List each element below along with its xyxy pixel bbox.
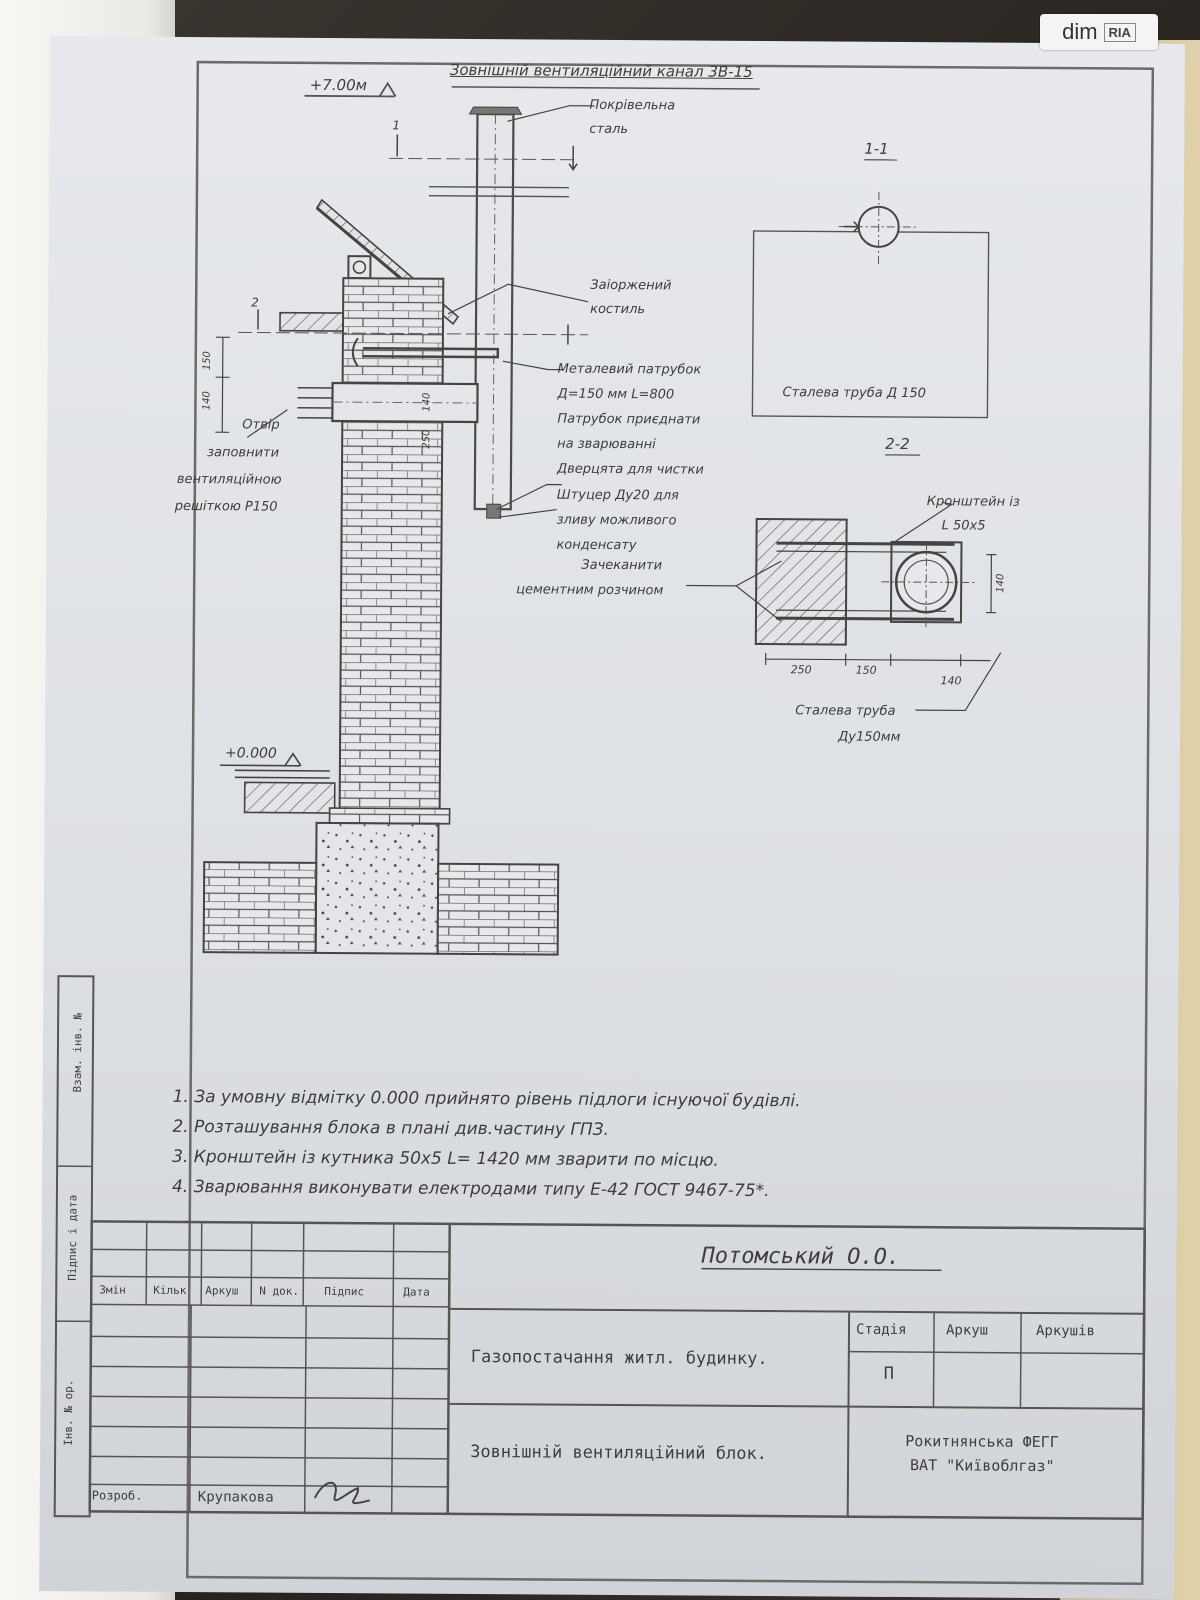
section-1-caption: Сталева труба Д 150 [782,385,927,402]
general-notes: 1. За умовну відмітку 0.000 прийнято рів… [172,1087,801,1201]
label-roof-steel-1: Покрівельна [589,97,676,114]
header-doc-no: N док. [259,1284,300,1298]
header-count: Кільк [153,1283,187,1298]
section-2-title: 2-2 [885,434,910,454]
stage-value: П [883,1363,895,1384]
label-roof-steel-2: сталь [589,121,629,138]
sheets-label: Аркушів [1035,1322,1096,1340]
dim-140-elev-b: 140 [421,392,433,412]
foundation [314,821,440,955]
label-bracket-1: Кронштейн із [926,494,1020,510]
dim-250-elev: 250 [421,429,433,449]
side-label-replaces: Взам. інв. № [70,1012,85,1093]
note-2: 2. Розташування блока в плані див.частин… [172,1116,610,1140]
drawing-canvas [186,60,1155,1585]
elevation-drawing [202,81,760,956]
developer-name: Крупакова [197,1489,274,1506]
label-caulk-1: Зачеканити [581,557,663,574]
dim-150-elev: 150 [201,351,213,371]
side-label-signature: Підпис і дата [65,1194,80,1281]
note-3: 3. Кронштейн із кутника 50x5 L= 1420 мм … [172,1146,719,1171]
level-top-mark: +7.00м [309,75,368,95]
label-fitting-3: конденсату [556,537,637,554]
dim-140-elev-a: 140 [201,391,213,411]
stage-label: Стадія [855,1321,907,1339]
dim-250-section: 250 [790,663,812,677]
dim-ria-watermark: dim RIA [1040,14,1158,50]
dim-140-vertical: 140 [995,573,1007,593]
label-pipe-1: Сталева труба [795,703,896,719]
note-1: 1. За умовну відмітку 0.000 прийнято рів… [172,1086,801,1112]
label-opening-3: вентиляційною [176,471,282,488]
label-crutch-1: Заіоржений [590,277,672,294]
drawing-sheet: Зовнішній вентиляційний канал 3В-15 +7.0… [39,36,1185,1599]
header-sheet: Аркуш [205,1284,239,1298]
label-branch-2: Д=150 мм L=800 [557,386,675,403]
watermark-text: dim [1062,19,1098,44]
label-fitting-2: зливу можливого [556,512,677,529]
header-changes: Змін [99,1283,126,1297]
label-opening-1: Отвір [242,417,280,433]
level-zero-mark: +0.000 [224,745,277,762]
label-fitting-1: Штуцер Ду20 для [556,487,679,504]
side-label-inventory: Інв. № ор. [61,1379,76,1446]
signature-name: Потомський О.О. [701,1243,901,1271]
label-crutch-2: костиль [590,301,646,318]
brick-wall [338,277,445,815]
sheet-frame [186,60,1155,1585]
sheet-label: Аркуш [945,1322,989,1339]
label-door: Дверцята для чистки [556,461,704,478]
vent-pipe [473,112,515,511]
label-caulk-2: цементним розчином [516,582,664,599]
developer-label: Розроб. [91,1488,143,1503]
label-pipe-2: Ду150мм [838,729,901,745]
sheet-name: Зовнішній вентиляційний блок. [470,1442,768,1465]
label-branch-3: Патрубок приєднати [557,411,701,428]
org-line-2: ВАТ "Київоблгаз" [909,1456,1055,1476]
dim-150-section: 150 [855,663,877,677]
project-name: Газопостачання житл. будинку. [470,1347,768,1370]
label-bracket-2: L 50x5 [941,518,986,534]
section-1-title: 1-1 [864,139,889,158]
cut-mark-2: 2 [251,295,259,310]
label-opening-2: заповнити [207,445,280,461]
drawing-title: Зовнішній вентиляційний канал 3В-15 [449,60,753,81]
org-line-1: Рокитнянська ФЕГГ [905,1432,1059,1452]
section-1-1 [751,159,990,419]
label-opening-4: решіткою Р150 [174,498,278,515]
ria-logo-icon: RIA [1103,22,1136,42]
header-date: Дата [403,1285,430,1299]
header-signature: Підпис [324,1284,365,1299]
section-2-2 [686,454,1002,712]
label-branch-1: Металевий патрубок [557,361,702,378]
label-branch-4: на зварюванні [557,436,656,453]
cut-mark-1: 1 [392,118,401,133]
dim-140-section: 140 [940,674,962,688]
